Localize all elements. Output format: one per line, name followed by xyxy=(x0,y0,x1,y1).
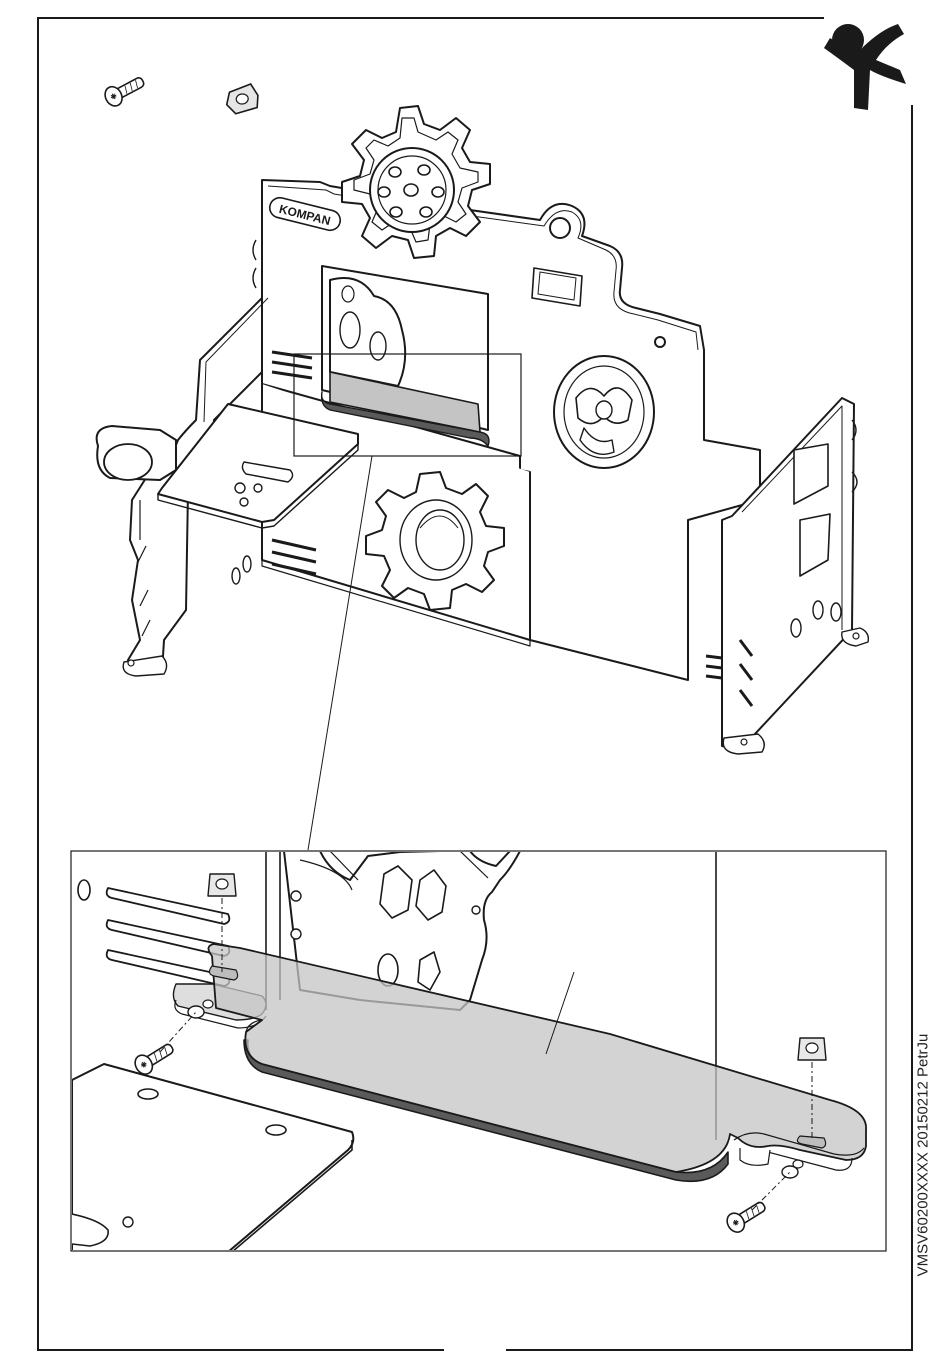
square-nut-icon xyxy=(208,874,236,896)
square-nut-icon xyxy=(225,83,260,114)
document-code-text: VMSV60200XXXX 20150212 PetrJu xyxy=(915,1034,932,1277)
kompan-figure-logo xyxy=(824,24,906,110)
bolt-icon xyxy=(102,72,148,109)
document-code: VMSV60200XXXX 20150212 PetrJu xyxy=(903,1010,943,1300)
top-gear xyxy=(342,106,490,258)
left-handle-ring xyxy=(97,426,176,480)
steering-wheel xyxy=(554,356,654,468)
detail-view xyxy=(71,851,886,1252)
lower-gear xyxy=(366,472,504,610)
main-assembly: KOMPAN xyxy=(97,106,869,754)
square-nut-icon xyxy=(798,1038,826,1060)
